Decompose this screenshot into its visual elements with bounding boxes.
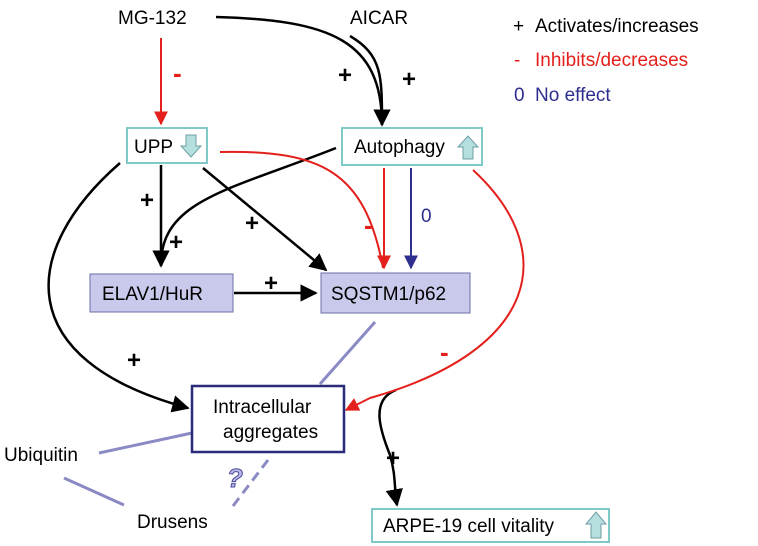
edge-upp-sqstm-inhibit: [219, 150, 384, 269]
node-aggregates-line2: aggregates: [223, 422, 318, 443]
edge-mg132-autophagy: [215, 15, 384, 126]
label-auto-aggregates: -: [440, 337, 449, 367]
legend-inhibits-text: Inhibits/decreases: [535, 50, 688, 71]
edge-aggregates-arpe: [378, 388, 403, 507]
node-upp: UPP: [126, 127, 208, 164]
ubiquitin-aggregates-link: [98, 431, 193, 455]
legend-noeffect-text: No effect: [535, 85, 611, 106]
up-arrow-icon: [584, 511, 608, 539]
up-arrow-icon: [456, 135, 480, 160]
label-auto-sqstm-inhibit: -: [364, 210, 373, 240]
label-upp-aggregates: +: [127, 347, 141, 374]
down-arrow-icon: [179, 134, 203, 158]
legend: + Activates/increases - Inhibits/decreas…: [513, 16, 699, 106]
label-aggregates-arpe: +: [386, 445, 400, 472]
label-mg-upp: -: [173, 58, 182, 88]
label-elav-sqstm: +: [264, 270, 278, 297]
node-elav-label: ELAV1/HuR: [102, 284, 203, 305]
question-mark-icon: ?: [227, 463, 243, 493]
node-mg132: MG-132: [118, 8, 187, 29]
node-ubiquitin: Ubiquitin: [4, 445, 78, 466]
node-sqstm-label: SQSTM1/p62: [331, 284, 446, 305]
legend-activates-text: Activates/increases: [535, 16, 699, 37]
node-aicar: AICAR: [350, 8, 408, 29]
node-upp-label: UPP: [134, 137, 173, 158]
label-upp-sqstm: +: [245, 210, 259, 237]
sqstm-aggregates-link: [318, 321, 377, 385]
node-aggregates-line1: Intracellular: [213, 397, 312, 418]
node-sqstm: SQSTM1/p62: [320, 272, 471, 314]
node-arpe-label: ARPE-19 cell vitality: [383, 516, 555, 537]
legend-noeffect-symbol: 0: [514, 85, 525, 106]
edge-autophagy-elav: [159, 146, 337, 267]
node-autophagy-label: Autophagy: [354, 137, 445, 158]
label-auto-elav: +: [169, 229, 183, 256]
legend-activates-symbol: +: [513, 16, 524, 37]
node-arpe: ARPE-19 cell vitality: [371, 508, 610, 543]
node-aggregates: Intracellular aggregates: [190, 384, 346, 454]
node-drusens: Drusens: [137, 512, 208, 533]
node-autophagy: Autophagy: [341, 127, 483, 166]
ubiquitin-drusens-link: [63, 476, 125, 507]
edge-upp-sqstm: [202, 167, 328, 272]
label-auto-sqstm-noeffect: 0: [421, 206, 432, 227]
label-upp-elav: +: [140, 187, 154, 214]
node-elav: ELAV1/HuR: [89, 273, 234, 313]
edge-aicar-autophagy: [349, 34, 391, 127]
legend-inhibits-symbol: -: [514, 50, 520, 71]
drusens-aggregates-dashed-link: [231, 459, 270, 507]
edge-upp-aggregates: [47, 162, 190, 413]
label-aicar-auto: +: [402, 66, 416, 93]
label-mg-auto: +: [338, 62, 352, 89]
edge-autophagy-aggregates: [344, 169, 525, 411]
